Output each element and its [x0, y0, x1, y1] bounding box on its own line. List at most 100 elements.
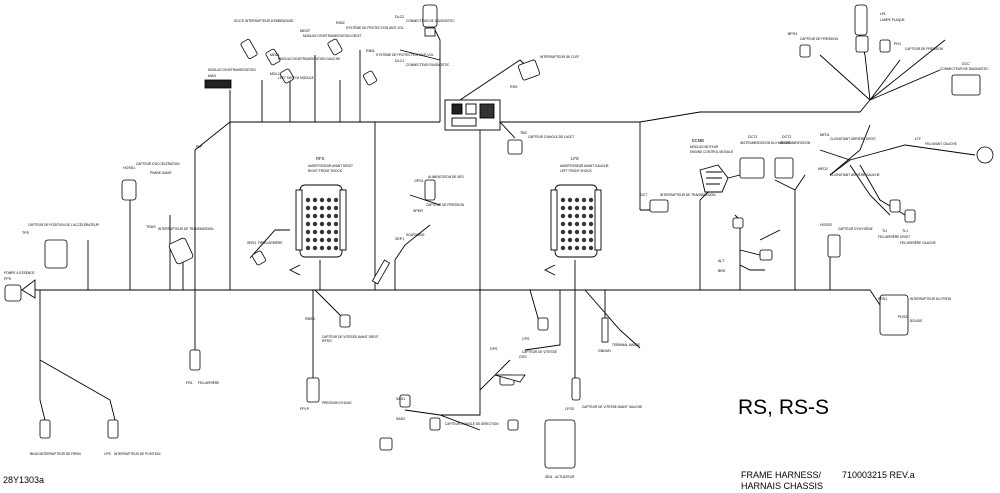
lfs-desc-fr: AMORTISSEUR AVANT GAUCHE: [560, 164, 609, 168]
label-gss: GSS: [519, 355, 527, 359]
label-spkr: SPKR: [413, 209, 423, 213]
label-sas2: SAS2: [396, 417, 405, 421]
connector-shapes: [4, 4, 994, 469]
label-sep1: SEP1: [395, 237, 404, 241]
part-number-revision: 710003215 REV.a: [842, 470, 915, 480]
label-lfss: LFSS: [565, 407, 575, 411]
rfs-desc-fr: AMORTISSEUR AVANT DROIT: [308, 164, 353, 168]
title-line-1: FRAME HARNESS/: [741, 470, 822, 480]
desc-rim1: SYSTÈME DE PROTECTION ANTI-VOL: [376, 52, 434, 57]
label-sea: SEA: [545, 475, 553, 479]
label-tbc: TBC: [520, 131, 528, 135]
label-lpl: LPL: [880, 12, 886, 16]
desc-sea: ACTUATEUR: [555, 475, 575, 479]
desc-rfss: CAPTEUR DE VITESSE AVANT DROIT: [322, 335, 379, 339]
label-ltf: LTF: [915, 137, 922, 141]
label-rss: RSS: [510, 85, 518, 89]
desc-tli: FEU ARRIÈRE DROIT: [878, 234, 910, 239]
desc-frl: FEU ARRIÈRE: [198, 380, 219, 385]
desc-sas2: CAPTEUR D'ANGLE DE DIRECTION: [445, 422, 499, 426]
label-rim1: RIM1: [366, 49, 375, 53]
ecmb-desc-fr: MODULE MOTEUR: [690, 145, 719, 149]
lfs-desc-en: LEFT FRONT SHOCK: [560, 169, 593, 173]
rfs-module: [295, 184, 347, 258]
desc-pds3: BOUGIE: [910, 319, 922, 323]
desc-dct2: INSTRUMENTATION: [780, 141, 811, 145]
label-gndm1: GNDM1: [598, 349, 611, 353]
label-dct: DCT: [640, 193, 648, 197]
rfs-code: RFS: [316, 156, 325, 161]
desc-mag: MODULE D'INSTRUMENTATION: [208, 68, 256, 72]
desc-tras: INTERRUPTEUR DE TRANSMISSION: [158, 227, 214, 231]
desc-gndm1: TERMINAL MASSE: [612, 343, 640, 347]
desc-ltf: FEU AVANT GAUCHE: [925, 142, 957, 146]
desc-frs1: INTERRUPTEUR DU FREIN: [910, 297, 952, 301]
label-rfss: RFSS: [322, 339, 332, 343]
label-sas1: SAS1: [396, 397, 405, 401]
desc-sep1: SOLÉNOÏDE: [406, 232, 425, 237]
label-dlc1: DLC1: [395, 59, 404, 63]
desc-rss: INTERRUPTEUR DE CLEF: [540, 55, 579, 59]
label-tlj: TLJ: [902, 229, 908, 233]
label-srs1: SRS1: [247, 241, 256, 245]
label-plf: PLF: [196, 145, 203, 149]
desc-dlc1: CONNECTEUR DIAGNOSTIC: [406, 63, 450, 67]
label-ops1: OPS1: [414, 179, 424, 183]
desc-ph1: CAPTEUR DE PRESSION: [905, 47, 944, 51]
desc-mdcf: MODULE D'INSTRUMENTATION DROIT: [303, 34, 361, 38]
desc-fplp: PRESSION D'HUILE: [322, 401, 352, 405]
desc-dct: INTERRUPTEUR DE TRANSMISSION: [660, 193, 716, 197]
desc-tbc: CAPTEUR D'ANGLE DE LACET: [528, 135, 574, 139]
desc-sccs: INTERRUPTEUR D'EMBRAYAGE: [245, 19, 293, 23]
connector-descriptions: MODULE D'INSTRUMENTATION INTERRUPTEUR D'…: [4, 18, 989, 479]
desc-tps: CAPTEUR DE POSITION DE L'ACCÉLÉRATEUR: [28, 222, 100, 227]
label-ph1: PH1: [894, 42, 901, 46]
desc-hoss1: CAPTEUR D'ACCÉLÉRATION: [136, 161, 180, 166]
label-rbss: RBSS: [305, 317, 315, 321]
rfs-desc-en: RIGHT FRONT SHOCK: [308, 169, 343, 173]
desc-bkas: INTERRUPTEUR DE FREIN: [40, 452, 81, 456]
label-mdl2: MDL2: [270, 72, 280, 76]
ecmb-desc-en: ENGINE CONTROL MODULE: [690, 150, 733, 154]
fuse-block: [444, 99, 501, 131]
label-mfd2: MFD2: [818, 167, 828, 171]
label-alt: ALT: [718, 259, 725, 263]
label-bkas: BKAS: [30, 452, 40, 456]
label-cps: CPS: [522, 337, 530, 341]
label-mag: MAG: [208, 74, 216, 78]
desc-lps: INTERRUPTEUR DE POSITION: [114, 452, 161, 456]
label-dct2: DCT2: [782, 135, 791, 139]
connector-labels: MAG SCCS MDL1 MDL2 MDCF RIM2 RIM1 DLC2 D…: [4, 12, 970, 479]
label-frl: FRL: [186, 381, 193, 385]
label-frs1: FRS1: [878, 297, 887, 301]
model-label: RS, RS-S: [738, 396, 830, 419]
label-tras: TRAS: [146, 225, 156, 229]
ecmb-module: [699, 164, 729, 193]
label-brk: BRK: [718, 269, 726, 273]
desc-ops1: ALIMENTATION DE SES: [428, 175, 464, 179]
label-lps: LPS: [104, 452, 111, 456]
label-tps: TPS: [22, 231, 30, 235]
label-dps: DPS: [490, 347, 498, 351]
title-line-2: HARNAIS CHASSIS: [741, 481, 824, 491]
label-dlc2: DLC2: [395, 15, 404, 19]
label-dcc: DCC: [962, 62, 970, 66]
ecmb-code: ECMB: [692, 138, 704, 143]
desc-gss: CAPTEUR DE VITESSE: [522, 350, 557, 354]
label-mdcf: MDCF: [300, 29, 311, 33]
desc-spkr: CAPTEUR DE PRESSION: [426, 203, 465, 207]
label-mfd1: MFD1: [820, 133, 830, 137]
label-dct1: DCT1: [748, 135, 757, 139]
desc-mdl1: MODULE D'INSTRUMENTATION GAUCHE: [278, 57, 340, 61]
desc-mfd2: CLIGNOTANT ARRIÈRE GAUCHE: [830, 172, 880, 177]
desc-mfd1: CLIGNOTANT ARRIÈRE DROIT: [830, 136, 876, 141]
figure-reference: 28Y1303a: [3, 475, 45, 485]
label-bps3: BPS3: [788, 32, 797, 36]
label-tli: TLI: [882, 229, 887, 233]
label-hoss2: HOSS2: [820, 223, 832, 227]
desc-srs1: FREIN ARRIÈRE: [258, 240, 282, 245]
label-fplp: FPLP: [300, 407, 310, 411]
desc-bps3: CAPTEUR DE PRESSION: [800, 37, 839, 41]
desc-dct1: INSTRUMENTATION DU HARNAIS: [740, 141, 791, 145]
